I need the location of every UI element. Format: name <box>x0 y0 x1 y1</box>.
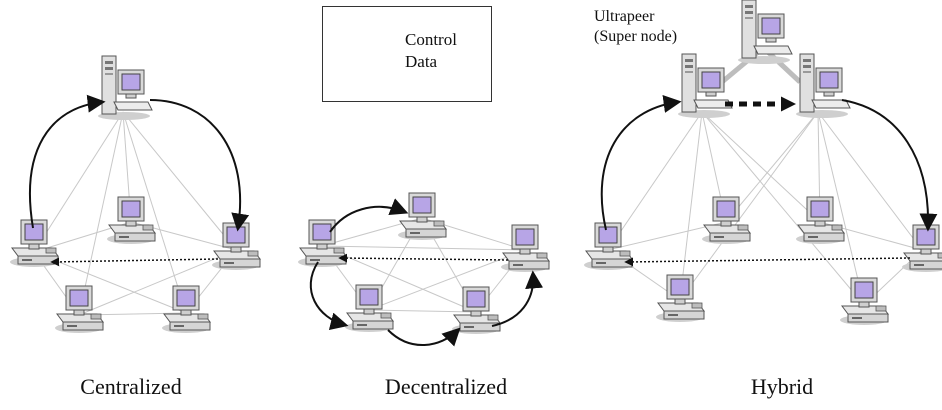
decentralized-pc-bottom-left-icon <box>344 284 394 333</box>
decentralized-pc-bottom-right-icon <box>451 286 501 335</box>
centralized-data-arrow <box>50 257 219 267</box>
centralized-server-icon <box>97 55 153 121</box>
hybrid-data-arrow <box>624 257 911 267</box>
caption-centralized: Centralized <box>80 374 182 399</box>
decentralized-data-arrow <box>338 253 509 263</box>
hybrid-right-ultrapeer-icon <box>795 53 851 119</box>
ultrapeer-label: Ultrapeer <box>594 8 655 25</box>
legend-box <box>322 6 492 102</box>
decentralized-control-arrow-top <box>329 198 409 233</box>
decentralized-pc-right-icon <box>500 224 550 273</box>
decentralized-control-arrow-left <box>309 261 349 331</box>
centralized-pc-left-icon <box>9 219 59 268</box>
decentralized-control-arrow-bottom <box>387 327 461 347</box>
centralized-control-arrow-left <box>29 94 106 229</box>
hybrid-control-arrow-right <box>841 99 938 232</box>
caption-decentralized: Decentralized <box>384 374 508 399</box>
legend-control-label: Control <box>405 30 457 49</box>
centralized-pc-top-icon <box>106 196 156 245</box>
centralized-control-arrow-right <box>149 99 250 232</box>
hybrid-pc-middle-left-icon <box>701 196 751 245</box>
hybrid-pc-middle-right-icon <box>795 196 845 245</box>
centralized-pc-bottom-right-icon <box>161 285 211 334</box>
caption-hybrid: Hybrid <box>750 374 814 399</box>
decentralized-control-arrow-right <box>491 270 544 327</box>
decentralized-pc-top-icon <box>397 192 447 241</box>
hybrid-control-arrow-left <box>600 95 682 231</box>
hybrid-top-ultrapeer-icon <box>737 0 793 65</box>
centralized-pc-bottom-left-icon <box>54 285 104 334</box>
super-node-label: (Super node) <box>594 28 678 45</box>
legend-data-label: Data <box>405 52 438 71</box>
hybrid-left-ultrapeer-icon <box>677 53 733 119</box>
hybrid-mesh-lines <box>607 111 923 306</box>
hybrid-pc-bottom-left-icon <box>655 274 705 323</box>
decentralized-pc-left-icon <box>297 219 347 268</box>
